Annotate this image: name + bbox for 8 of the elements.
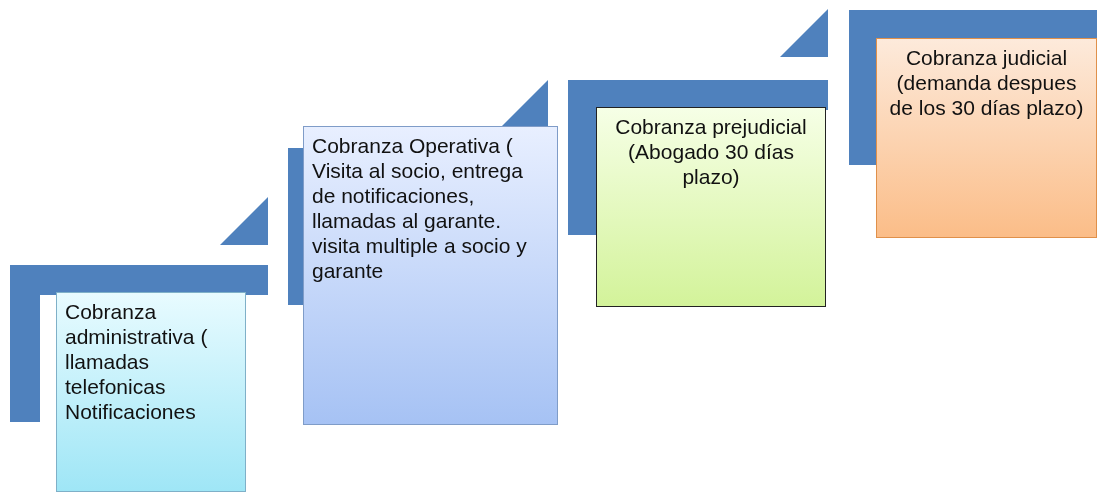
step-text: Cobranza Operativa ( Visita al socio, entrega de notificaciones, llamadas al garante. visita multiple a socio y garante — [312, 133, 528, 283]
step-box — [596, 107, 826, 307]
step-text: Cobranza administrativa ( llamadas telefonicas Notificaciones — [65, 299, 209, 424]
step-text: Cobranza judicial (demanda despues de los 30 días plazo) — [888, 45, 1085, 120]
step-box — [876, 38, 1097, 238]
step-text: Cobranza prejudicial (Abogado 30 días plazo) — [614, 114, 808, 189]
step-box — [303, 126, 558, 425]
step-box — [56, 292, 246, 492]
